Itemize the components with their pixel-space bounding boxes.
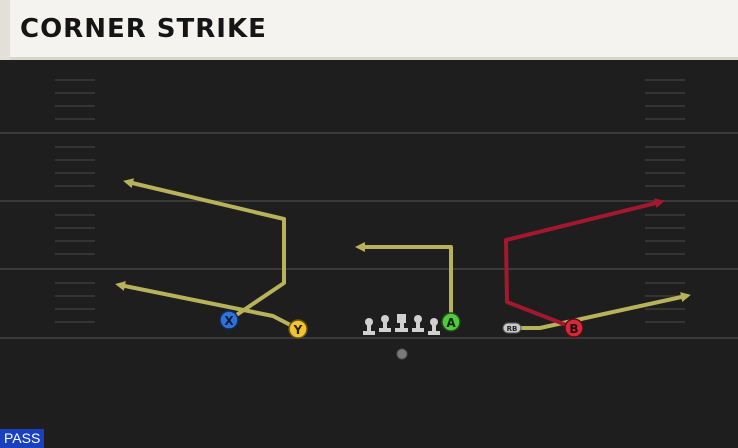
play-title-bar: CORNER STRIKE (0, 0, 738, 60)
b-button-icon (564, 318, 584, 338)
play-diagram: X Y A RB B (0, 62, 738, 448)
rb-button-icon (502, 322, 522, 334)
hash-marks-right (645, 79, 685, 323)
lineman-icon (428, 318, 440, 335)
lineman-icon (412, 315, 424, 332)
route-x (123, 178, 286, 322)
offensive-line (363, 314, 440, 335)
running-back[interactable]: RB (502, 322, 522, 334)
rb-label: RB (507, 325, 518, 333)
receiver-x-label: X (224, 314, 234, 328)
receiver-a[interactable]: A (441, 312, 461, 332)
lineman-icon (363, 318, 375, 335)
a-button-icon (441, 312, 461, 332)
receiver-y[interactable]: Y (288, 319, 308, 339)
receiver-y-label: Y (293, 323, 303, 337)
route-b (504, 198, 665, 330)
route-a (355, 242, 453, 324)
receiver-x[interactable]: X (219, 310, 239, 330)
center-icon (395, 314, 408, 332)
yard-lines (0, 132, 738, 339)
title-bar-accent (0, 0, 10, 60)
y-button-icon (288, 319, 308, 339)
lineman-icon (379, 315, 391, 332)
receiver-b-label: B (569, 322, 578, 336)
play-title: CORNER STRIKE (20, 14, 267, 44)
receiver-a-label: A (446, 316, 456, 330)
x-button-icon (219, 310, 239, 330)
receiver-b[interactable]: B (564, 318, 584, 338)
quarterback-marker (396, 348, 408, 360)
hash-marks-left (55, 79, 95, 323)
play-type-badge: PASS (0, 429, 45, 448)
field-turf (0, 62, 738, 448)
